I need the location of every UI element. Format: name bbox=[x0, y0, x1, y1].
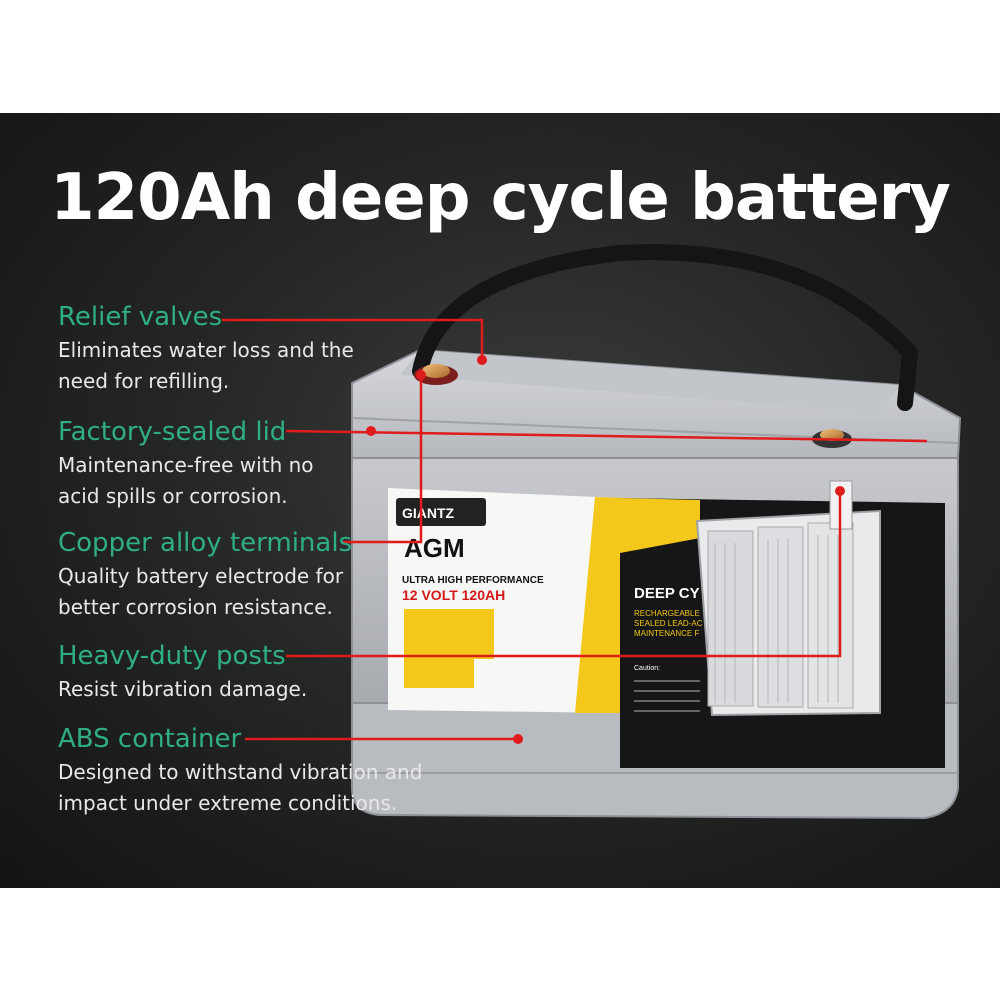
feature-title: ABS container bbox=[58, 724, 242, 754]
battery-illustration: GIANTZ AGM ULTRA HIGH PERFORMANCE 12 VOL… bbox=[222, 244, 962, 820]
page-title: 120Ah deep cycle battery bbox=[50, 161, 951, 235]
feature-description: Maintenance-free with no acid spills or … bbox=[58, 453, 314, 508]
svg-text:MAINTENANCE F: MAINTENANCE F bbox=[634, 629, 699, 638]
feature-factory-sealed-lid: Factory-sealed lid Maintenance-free with… bbox=[58, 414, 358, 512]
front-label: GIANTZ AGM ULTRA HIGH PERFORMANCE 12 VOL… bbox=[388, 488, 625, 713]
feature-description: Resist vibration damage. bbox=[58, 677, 308, 701]
feature-title: Relief valves bbox=[58, 302, 223, 332]
svg-text:DEEP CY: DEEP CY bbox=[634, 585, 700, 602]
label-performance: ULTRA HIGH PERFORMANCE bbox=[402, 575, 544, 586]
product-panel: GIANTZ AGM ULTRA HIGH PERFORMANCE 12 VOL… bbox=[0, 113, 1000, 888]
feature-relief-valves: Relief valves Eliminates water loss and … bbox=[58, 299, 358, 397]
feature-description: Designed to withstand vibration and impa… bbox=[58, 760, 423, 815]
brand-logo: GIANTZ bbox=[402, 505, 455, 521]
feature-title: Heavy-duty posts bbox=[58, 641, 286, 671]
feature-abs-container: ABS container Designed to withstand vibr… bbox=[58, 721, 458, 819]
svg-text:Caution:: Caution: bbox=[634, 665, 660, 672]
feature-title: Factory-sealed lid bbox=[58, 417, 287, 447]
handle-strap bbox=[412, 244, 919, 411]
negative-terminal bbox=[820, 429, 844, 441]
feature-description: Eliminates water loss and the need for r… bbox=[58, 338, 354, 393]
feature-title: Copper alloy terminals bbox=[58, 528, 353, 558]
callout-dots bbox=[366, 355, 845, 744]
label-rating: 12 VOLT 120AH bbox=[402, 587, 505, 603]
svg-text:SEALED LEAD-AC: SEALED LEAD-AC bbox=[634, 619, 703, 628]
cutaway-cells bbox=[695, 480, 881, 717]
feature-description: Quality battery electrode for better cor… bbox=[58, 564, 344, 619]
svg-text:RECHARGEABLE: RECHARGEABLE bbox=[634, 609, 700, 618]
feature-copper-alloy-terminals: Copper alloy terminals Quality battery e… bbox=[58, 525, 358, 623]
label-agm: AGM bbox=[404, 533, 465, 563]
callout-lines bbox=[222, 318, 928, 741]
feature-heavy-duty-posts: Heavy-duty posts Resist vibration damage… bbox=[58, 638, 358, 705]
